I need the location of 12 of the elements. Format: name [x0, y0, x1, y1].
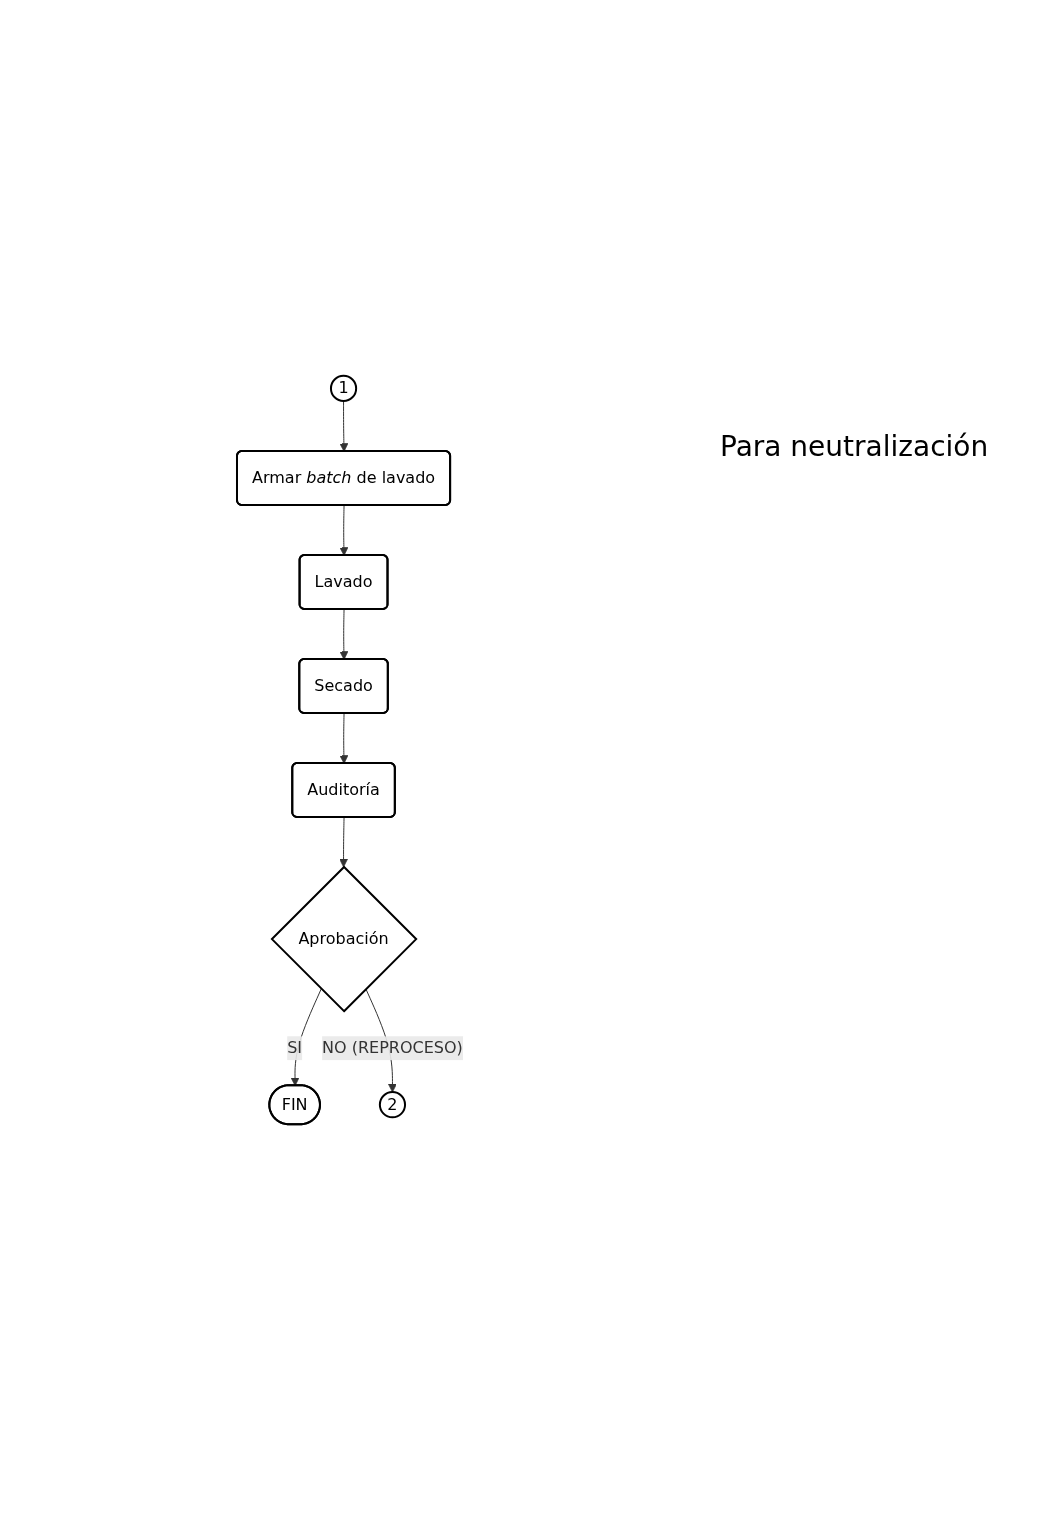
node-circle: 1: [330, 374, 358, 402]
arrow: [339, 400, 349, 452]
arrow: [339, 816, 349, 868]
node-circle: 2: [378, 1091, 407, 1119]
arrow: [339, 505, 349, 556]
arrow: [339, 712, 349, 764]
note-text: Para neutralización: [720, 430, 990, 463]
edge-label: SI: [287, 1038, 303, 1058]
arrow: [339, 608, 349, 660]
edge-label: NO (REPROCESO): [322, 1038, 463, 1058]
arrow: [290, 988, 322, 1087]
node-diamond: Aprobación: [270, 865, 418, 1013]
